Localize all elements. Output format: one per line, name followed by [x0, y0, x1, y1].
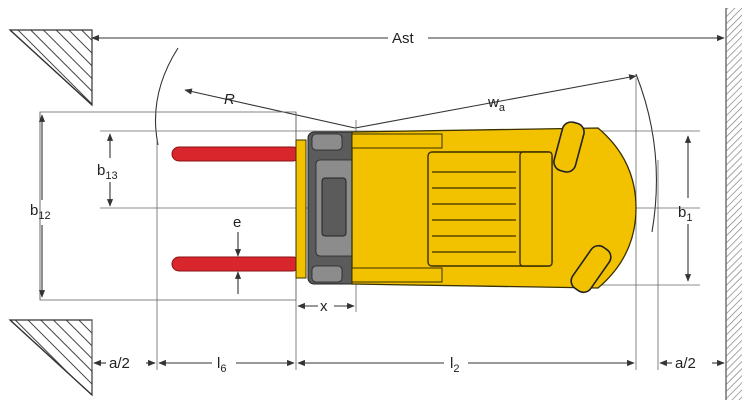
load-outline — [39, 111, 297, 301]
b1-dimension: b1 — [678, 135, 692, 282]
right-wall — [725, 8, 742, 400]
wa-label: wa — [487, 94, 506, 114]
a2-left-label: a/2 — [109, 355, 130, 372]
forklift — [171, 121, 637, 294]
l2-label: l2 — [450, 355, 459, 375]
fork-bottom — [171, 256, 301, 272]
x-label: x — [320, 298, 328, 315]
l6-label: l6 — [217, 355, 226, 375]
b13-label: b13 — [97, 162, 118, 182]
left-obstacle-bottom — [8, 319, 93, 397]
overhead-guard — [427, 151, 553, 267]
ast-label: Ast — [392, 30, 415, 47]
rear-wheel-top — [553, 121, 585, 173]
ast-dimension: Ast — [91, 30, 725, 47]
fork-top — [171, 146, 301, 162]
b13-dimension: b13 — [97, 133, 118, 207]
fork-carriage — [295, 139, 307, 279]
b12-label: b12 — [30, 202, 51, 222]
a2-right-label: a/2 — [675, 355, 696, 372]
rear-wheel-bottom — [570, 244, 612, 294]
turning-arc: R wa — [154, 47, 657, 233]
b1-label: b1 — [678, 204, 692, 224]
x-dimension: x — [297, 298, 355, 315]
mast — [307, 131, 363, 285]
b12-dimension: b12 — [30, 114, 51, 298]
e-dimension: e — [233, 214, 241, 294]
e-label: e — [233, 214, 241, 231]
left-obstacle-top — [8, 29, 93, 107]
bottom-dimensions: a/2 l6 l2 a/2 — [93, 355, 725, 375]
r-label: R — [224, 91, 235, 108]
